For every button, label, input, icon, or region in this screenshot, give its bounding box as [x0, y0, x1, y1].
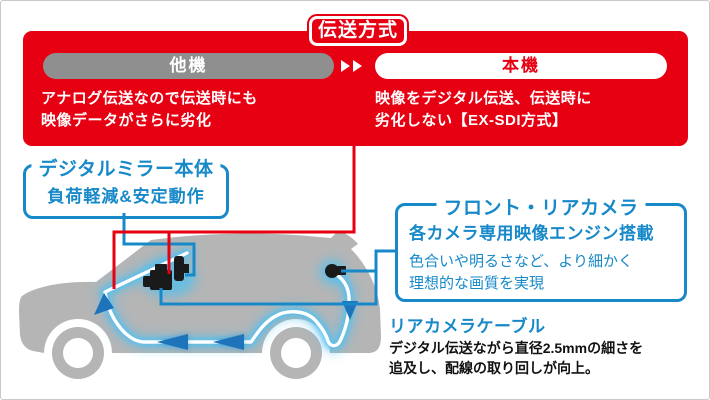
digital-mirror-callout: デジタルミラー本体 負荷軽減&安定動作: [23, 154, 229, 219]
double-right-arrow-icon: [353, 60, 362, 72]
flow-arrow-left-icon: [213, 334, 244, 350]
other-device-description: アナログ伝送なので伝送時にも 映像データがさらに劣化: [41, 90, 258, 129]
other-device-label: 他機: [169, 56, 208, 75]
flow-arrow-down-icon: [342, 301, 358, 320]
double-right-arrow-icon: [341, 60, 350, 72]
flow-arrow-up-icon: [94, 293, 114, 315]
this-device-pill: 本機: [375, 53, 667, 79]
this-device-description: 映像をデジタル伝送、伝送時に 劣化しない【EX-SDI方式】: [375, 90, 592, 129]
camera-callout-description: 色合いや明るさなど、より細かく 理想的な画質を実現: [409, 253, 633, 292]
camera-callout: フロント・リアカメラ 各カメラ専用映像エンジン搭載 色合いや明るさなど、より細か…: [395, 193, 687, 302]
digital-mirror-display-icon: [174, 256, 189, 281]
cable-note-title: リアカメラケーブル: [389, 317, 546, 336]
transmission-panel: 他機 本機 アナログ伝送なので伝送時にも 映像データがさらに劣化 映像をデジタル…: [23, 31, 688, 146]
flow-arrow-left-icon: [157, 334, 188, 350]
transmission-connector-line: [112, 146, 356, 289]
mirror-box-connector-line: [122, 213, 196, 277]
panel-title-badge: 伝送方式: [309, 16, 407, 46]
camera-callout-title: フロント・リアカメラ: [436, 193, 646, 220]
digital-mirror-callout-body: 負荷軽減&安定動作: [47, 187, 205, 206]
camera-box-connector-line: [159, 249, 395, 306]
camera-callout-headline: 各カメラ専用映像エンジン搭載: [409, 224, 654, 243]
front-camera-unit-icon: [143, 264, 172, 290]
this-device-label: 本機: [502, 56, 540, 75]
other-device-pill: 他機: [43, 53, 334, 79]
digital-mirror-callout-title: デジタルミラー本体: [31, 154, 221, 181]
panel-title: 伝送方式: [317, 20, 398, 41]
signal-flow-arrows: [94, 293, 358, 350]
cable-route-line: [103, 251, 351, 348]
cable-note-description: デジタル伝送ながら直径2.5mmの細さを 追及し、配線の取り回しが向上。: [389, 340, 644, 376]
